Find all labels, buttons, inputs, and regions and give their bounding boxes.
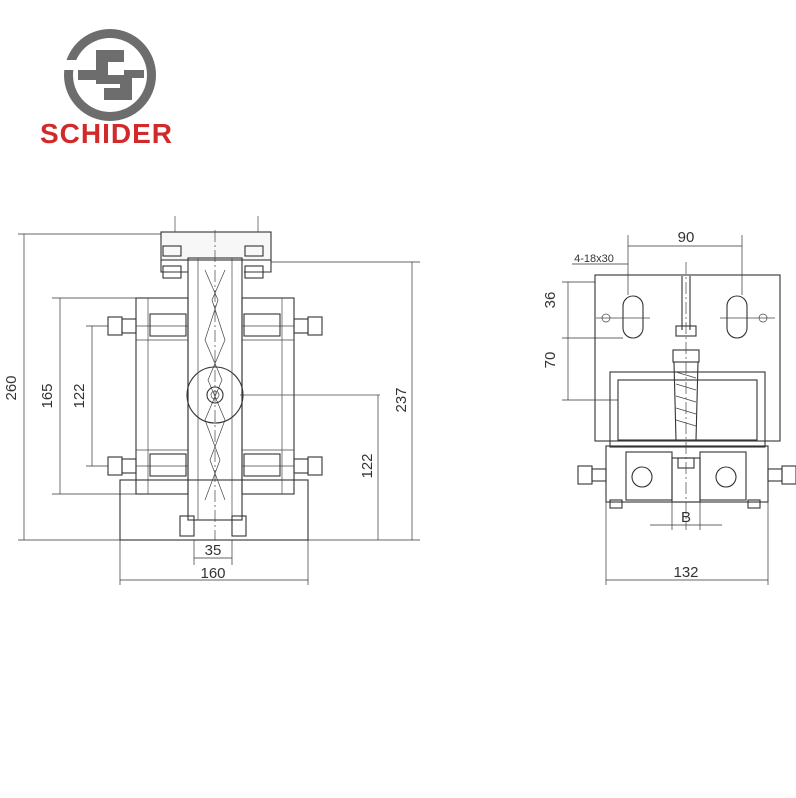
- slot-left: [622, 295, 644, 339]
- guide-shoe: [605, 445, 769, 503]
- dim-side-base: 132: [673, 564, 698, 581]
- dim-center-height: 122: [359, 453, 376, 478]
- front-view: 260 237 165 122 122 35 160: [3, 216, 420, 585]
- dim-base-width: 160: [200, 565, 225, 582]
- side-view: 90 4-18x30 36 70 B 132: [542, 229, 796, 585]
- back-plate: [594, 274, 781, 442]
- dim-70: 70: [542, 352, 559, 369]
- bolt-left-icon: [631, 466, 653, 488]
- brand-name: SCHIDER: [40, 118, 174, 149]
- slot-right: [726, 295, 748, 339]
- dim-height-total: 260: [3, 375, 20, 400]
- dim-top-width: 90: [678, 229, 695, 246]
- dim-center-width: 35: [205, 542, 222, 559]
- dim-bolt-span: 165: [39, 383, 56, 408]
- logo-icon: [60, 29, 156, 121]
- dim-height-right: 237: [393, 387, 410, 412]
- dim-inner-bolts: 122: [71, 383, 88, 408]
- bolt-right-icon: [715, 466, 737, 488]
- dim-gap-b: B: [681, 509, 691, 526]
- hole-spec-label: 4-18x30: [574, 253, 614, 265]
- dim-36: 36: [542, 292, 559, 309]
